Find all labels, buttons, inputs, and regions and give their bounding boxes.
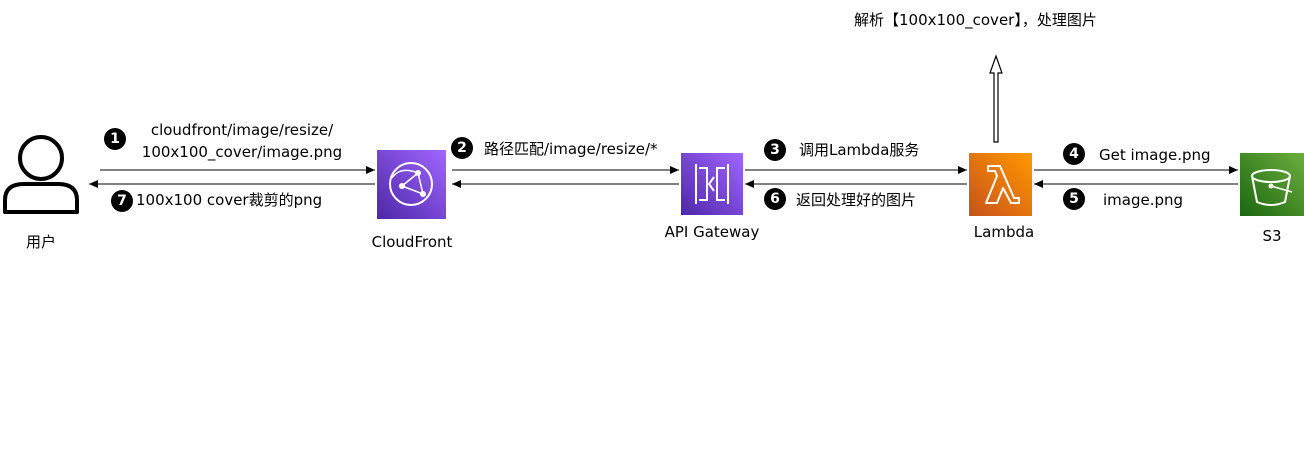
cloudfront-icon — [377, 150, 446, 219]
step-badge-1: 1 — [104, 128, 126, 150]
step-badge-3: 3 — [764, 139, 786, 161]
api-gateway-label: API Gateway — [664, 223, 760, 241]
step-badge-6: 6 — [764, 188, 786, 210]
user-icon — [3, 135, 79, 214]
step-2-label: 路径匹配/image/resize/* — [484, 140, 658, 158]
hollow-up-arrow — [989, 54, 1003, 143]
step-3-label: 调用Lambda服务 — [799, 141, 920, 159]
step-badge-5: 5 — [1063, 188, 1085, 210]
api-gateway-icon — [681, 153, 743, 215]
step-7-label: 100x100 cover裁剪的png — [136, 191, 323, 209]
lambda-icon — [969, 153, 1032, 216]
lambda-label: Lambda — [973, 223, 1035, 241]
user-label: 用户 — [25, 233, 56, 251]
step-1-line-2: 100x100_cover/image.png — [141, 143, 343, 161]
step-badge-2: 2 — [451, 137, 473, 159]
step-4-label: Get image.png — [1099, 146, 1211, 164]
step-badge-4: 4 — [1063, 143, 1085, 165]
step-badge-7: 7 — [111, 190, 133, 212]
s3-icon — [1240, 153, 1304, 216]
top-note: 解析【100x100_cover】，处理图片 — [854, 11, 1097, 29]
step-5-label: image.png — [1103, 191, 1184, 209]
cloudfront-label: CloudFront — [371, 233, 453, 251]
step-6-label: 返回处理好的图片 — [796, 191, 917, 209]
step-1-line-1: cloudfront/image/resize/ — [150, 121, 334, 139]
s3-label: S3 — [1262, 227, 1282, 245]
